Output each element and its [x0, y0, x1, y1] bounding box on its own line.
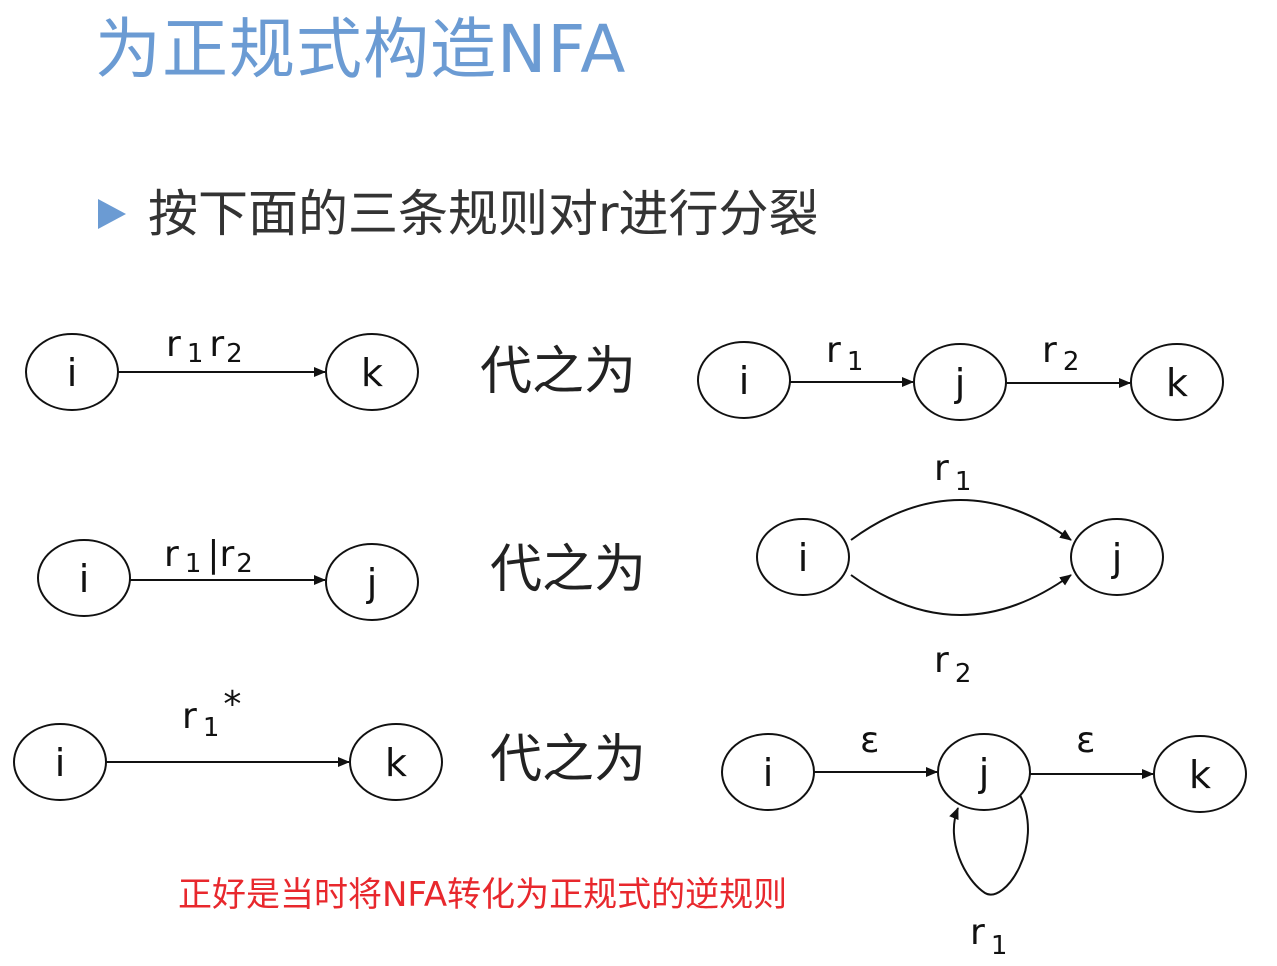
state-node — [937, 733, 1031, 811]
state-node — [1070, 518, 1164, 596]
state-label: i — [763, 751, 774, 795]
edge-label: ε — [860, 720, 879, 761]
state-label: i — [739, 359, 750, 403]
state-label: j — [1111, 536, 1123, 580]
state-label: k — [385, 741, 407, 785]
bullet-text: 按下面的三条规则对r进行分裂 — [148, 185, 819, 243]
page-title: 为正规式构造NFA — [95, 11, 627, 88]
state-label: i — [67, 351, 78, 395]
state-label: i — [798, 536, 809, 580]
state-label: k — [361, 351, 383, 395]
state-node — [325, 543, 419, 621]
state-node — [37, 539, 131, 617]
state-node — [349, 723, 443, 801]
state-node — [756, 518, 850, 596]
state-node — [1130, 343, 1224, 421]
triangle-bullet-icon — [98, 199, 126, 229]
footnote: 正好是当时将NFA转化为正规式的逆规则 — [178, 875, 788, 915]
self-loop-edge — [949, 794, 1029, 896]
state-label: k — [1189, 753, 1211, 797]
bullet-item: 按下面的三条规则对r进行分裂 — [98, 184, 819, 244]
state-label: k — [1166, 361, 1188, 405]
state-label: i — [79, 557, 90, 601]
state-label: j — [954, 361, 966, 405]
state-node — [697, 341, 791, 419]
replace-label-rule1: 代之为 — [480, 342, 637, 402]
replace-label-rule2: 代之为 — [490, 540, 647, 600]
state-node — [1153, 735, 1247, 813]
state-node — [325, 333, 419, 411]
replace-label-rule3: 代之为 — [490, 730, 647, 790]
transition-edge — [850, 499, 1072, 541]
state-label: j — [366, 561, 378, 605]
transition-edge — [850, 574, 1072, 616]
edge-label: ε — [1076, 720, 1095, 761]
state-label: i — [55, 741, 66, 785]
state-label: j — [978, 751, 990, 795]
